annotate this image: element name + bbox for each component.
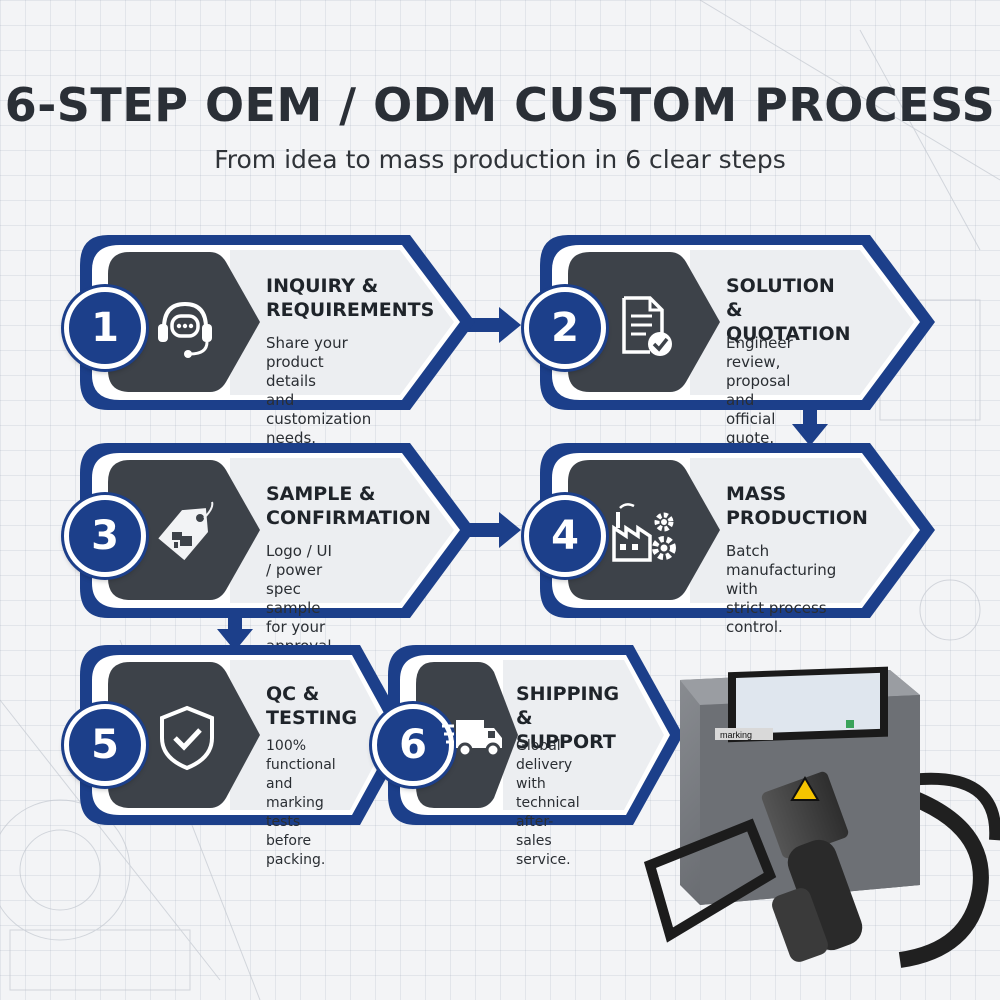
laser-marking-machine-image: marking xyxy=(643,666,1000,968)
step-title: INQUIRY &REQUIREMENTS xyxy=(266,275,435,321)
step-number-badge: 4 xyxy=(524,495,606,577)
step-title: SOLUTION &QUOTATION xyxy=(726,275,851,345)
step-title: SAMPLE &CONFIRMATION xyxy=(266,483,431,529)
factory-gears-icon xyxy=(608,498,682,573)
arrow-right-3-4 xyxy=(465,512,521,548)
step-number-badge: 2 xyxy=(524,287,606,369)
step-number-badge: 3 xyxy=(64,495,146,577)
step-title: SHIPPING &SUPPORT xyxy=(516,683,620,753)
tag-sample-icon xyxy=(150,498,220,573)
step-number-badge: 1 xyxy=(64,287,146,369)
step-number-badge: 6 xyxy=(372,704,454,786)
headset-chat-icon xyxy=(150,292,220,367)
page-subtitle: From idea to mass production in 6 clear … xyxy=(214,145,786,174)
step-number-badge: 5 xyxy=(64,704,146,786)
page-title: 6-STEP OEM / ODM CUSTOM PROCESS xyxy=(4,78,996,132)
step-title: QC &TESTING xyxy=(266,683,358,729)
delivery-truck-icon xyxy=(440,712,506,767)
document-check-icon xyxy=(610,290,680,365)
machine-brand-label: marking xyxy=(720,730,752,740)
shield-check-icon xyxy=(152,702,222,779)
